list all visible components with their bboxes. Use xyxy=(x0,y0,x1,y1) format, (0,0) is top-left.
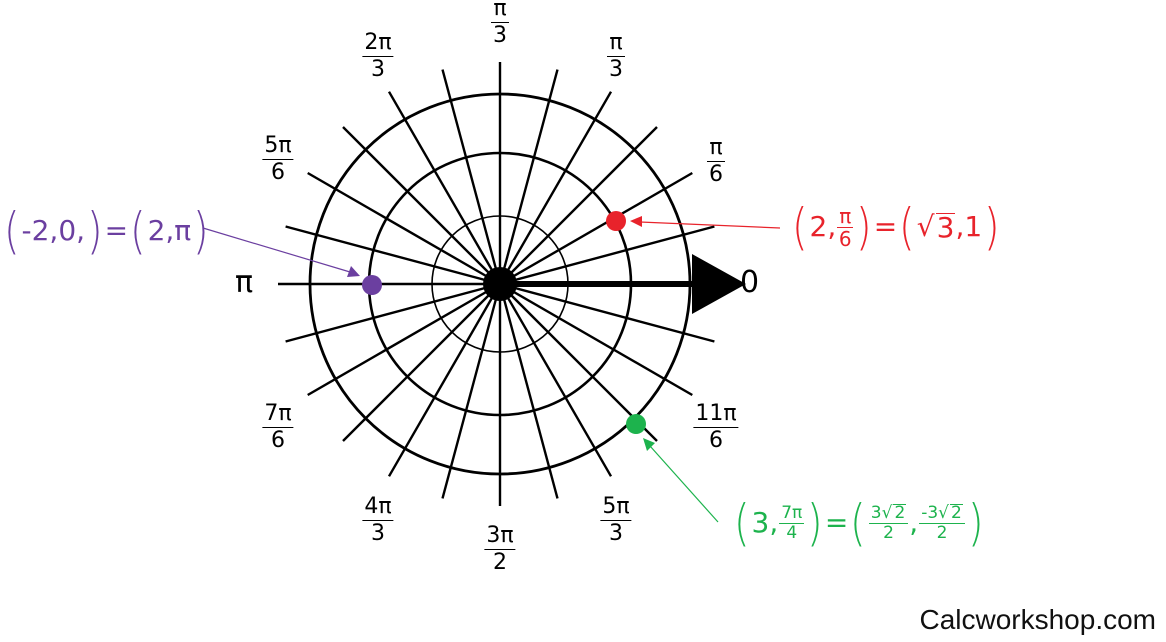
polar-ray xyxy=(285,282,501,343)
label-4pi-over-3: 4π 3 xyxy=(362,494,394,546)
label-pi: π xyxy=(235,265,254,300)
polar-ray xyxy=(499,282,693,397)
polar-ray xyxy=(498,283,613,477)
polar-ray xyxy=(342,126,501,285)
polar-ray xyxy=(499,282,715,343)
label-pi-over-3: π 3 xyxy=(607,30,625,82)
red-pointer-arrowhead xyxy=(630,216,642,227)
label-zero: 0 xyxy=(740,265,760,300)
label-pi-over-6: π 6 xyxy=(707,135,725,187)
equation-red: ( 2, π 6 ) = ( √3 ,1 ) xyxy=(791,198,1000,256)
label-11pi-over-6: 11π 6 xyxy=(693,401,739,453)
polar-ray xyxy=(498,69,559,285)
polar-ray xyxy=(387,283,502,477)
point-purple xyxy=(362,275,382,295)
polar-ray xyxy=(441,283,502,499)
polar-ray xyxy=(307,171,501,286)
label-7pi-over-6: 7π 6 xyxy=(262,401,294,453)
polar-ray xyxy=(387,91,502,285)
green-pointer-line xyxy=(649,445,719,523)
polar-ray xyxy=(441,69,502,285)
polar-ray xyxy=(499,225,715,286)
polar-ray xyxy=(285,225,501,286)
label-5pi-over-6: 5π 6 xyxy=(262,133,294,185)
label-2pi-over-3: 2π 3 xyxy=(362,30,394,82)
equation-green: ( 3, 7π 4 ) = ( 3√2 2 , -3√2 2 ) xyxy=(733,494,984,552)
point-red xyxy=(606,211,626,231)
polar-ray xyxy=(499,171,693,286)
purple-pointer-line xyxy=(202,227,351,273)
label-5pi-over-3: 5π 3 xyxy=(600,494,632,546)
green-pointer-arrowhead xyxy=(643,438,655,451)
green-angle-fraction: 7π 4 xyxy=(779,502,805,543)
equation-purple: ( -2,0, ) = ( 2,π ) xyxy=(3,202,209,260)
polar-ray xyxy=(499,283,658,442)
polar-ray xyxy=(499,126,658,285)
purple-pointer-arrowhead xyxy=(347,266,360,277)
red-angle-fraction: π 6 xyxy=(837,203,854,251)
polar-ray xyxy=(307,282,501,397)
point-green xyxy=(626,414,646,434)
red-pointer-line xyxy=(639,221,781,229)
label-top-pi-over-3: π 3 xyxy=(491,0,509,48)
polar-ray xyxy=(498,91,613,285)
polar-rays xyxy=(278,62,715,506)
polar-ray xyxy=(342,283,501,442)
polar-ray xyxy=(498,283,559,499)
footer-credit: Calcworkshop.com xyxy=(919,604,1156,635)
green-x-fraction: 3√2 2 xyxy=(868,504,909,542)
label-3pi-over-2: 3π 2 xyxy=(484,523,516,575)
pole-center xyxy=(483,267,517,301)
green-y-fraction: -3√2 2 xyxy=(919,504,965,542)
